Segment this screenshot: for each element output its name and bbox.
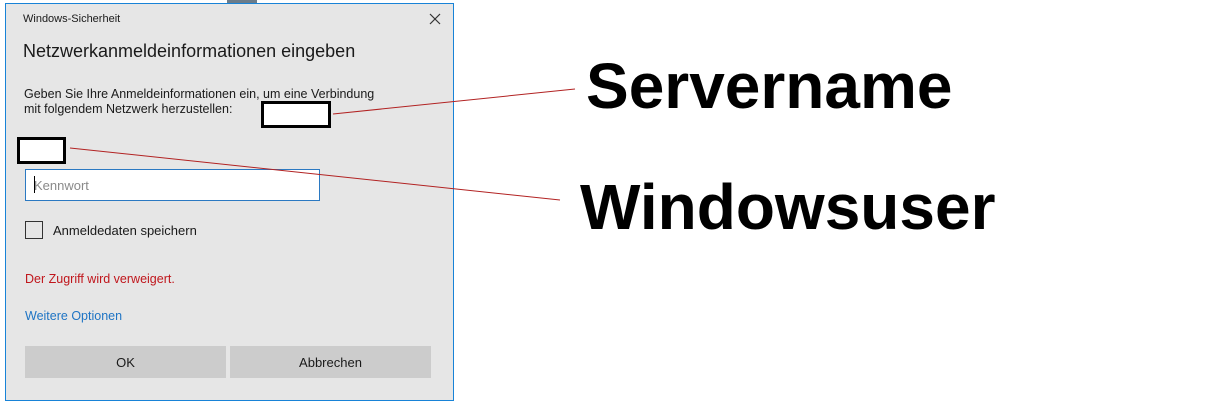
remember-credentials-checkbox-row[interactable]: Anmeldedaten speichern	[25, 220, 197, 240]
description-line-2: mit folgendem Netzwerk herzustellen:	[24, 102, 233, 116]
remember-credentials-label: Anmeldedaten speichern	[53, 222, 197, 238]
window-title: Windows-Sicherheit	[23, 13, 121, 25]
redacted-server-name	[261, 101, 331, 128]
dialog-heading: Netzwerkanmeldeinformationen eingeben	[23, 41, 356, 61]
redacted-username	[17, 137, 66, 164]
more-options-link[interactable]: Weitere Optionen	[25, 309, 123, 323]
password-input[interactable]	[25, 169, 320, 201]
text-caret	[34, 176, 35, 193]
description-line-1: Geben Sie Ihre Anmeldeinformationen ein,…	[24, 87, 375, 101]
windows-security-dialog: Windows-Sicherheit Netzwerkanmeldeinform…	[5, 3, 454, 401]
cancel-button[interactable]: Abbrechen	[230, 346, 431, 378]
close-button[interactable]	[427, 11, 443, 27]
dialog-description: Geben Sie Ihre Anmeldeinformationen ein,…	[24, 87, 424, 117]
error-message: Der Zugriff wird verweigert.	[25, 272, 175, 286]
dialog-titlebar: Windows-Sicherheit	[6, 4, 453, 36]
close-icon	[429, 13, 441, 25]
servername-annotation: Servername	[586, 50, 953, 122]
background-window-fragment	[227, 0, 257, 3]
remember-credentials-checkbox[interactable]	[25, 221, 43, 239]
windowsuser-annotation: Windowsuser	[580, 171, 996, 243]
ok-button[interactable]: OK	[25, 346, 226, 378]
